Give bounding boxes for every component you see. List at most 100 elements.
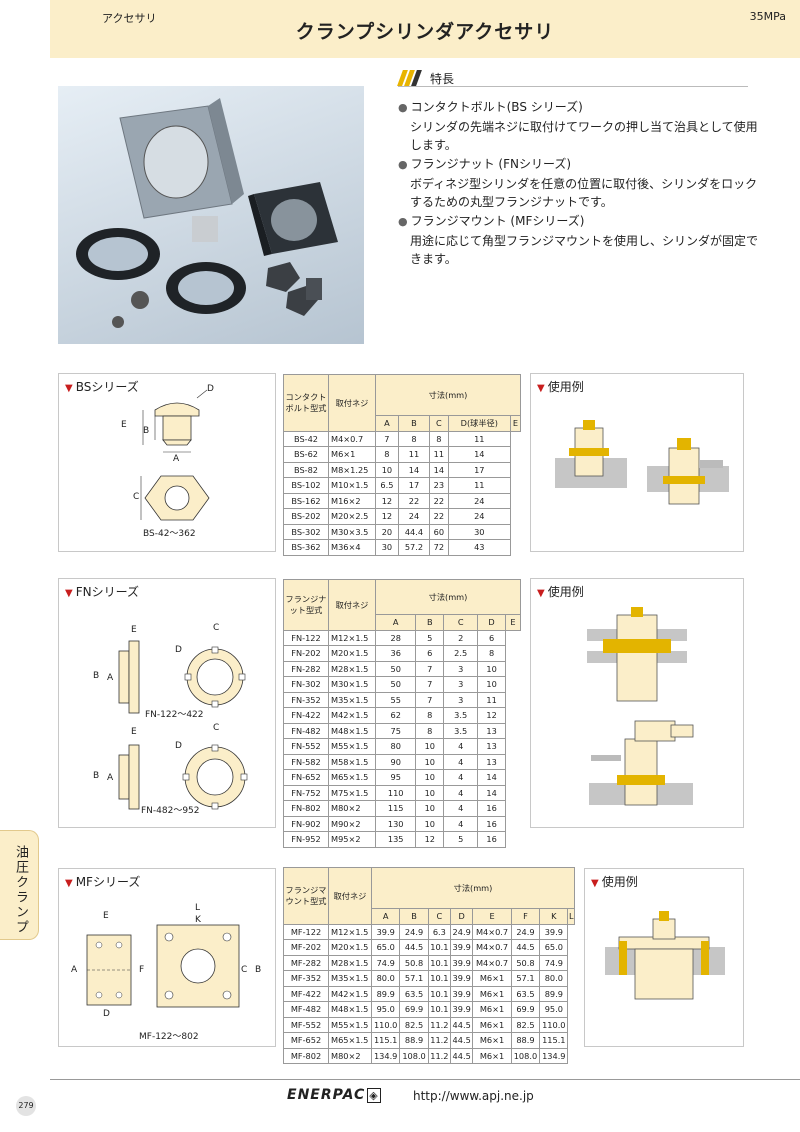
table-cell: M95×2	[328, 831, 376, 848]
col-dims: 寸法(mm)	[375, 579, 521, 615]
table-cell: 24.9	[399, 923, 429, 940]
table-cell: BS-62	[283, 446, 329, 463]
triangle-marker-icon: ▼	[537, 383, 545, 394]
table-cell: 4	[443, 815, 479, 832]
table-cell: BS-362	[283, 539, 329, 556]
section-side-tab[interactable]: 油圧クランプ	[0, 830, 39, 940]
bs-diagram-panel: ▼BSシリーズ E B A D C BS-42～362	[58, 373, 276, 552]
table-cell: M4×0.7	[472, 939, 512, 956]
col-header: C	[443, 614, 479, 631]
table-cell: 3	[443, 676, 479, 693]
table-cell: 24	[447, 508, 511, 525]
table-cell: 10.1	[427, 970, 452, 987]
table-cell: 134.9	[370, 1047, 401, 1064]
table-cell: 95.0	[539, 1001, 569, 1018]
table-cell: 74.9	[370, 954, 401, 971]
feature-desc: シリンダの先端ネジに取付けてワークの押し当て治具として使用します。	[410, 119, 758, 153]
table-cell: 69.9	[399, 1001, 429, 1018]
table-cell: M30×3.5	[328, 523, 376, 540]
table-cell: 80	[374, 738, 417, 755]
table-cell: 108.0	[399, 1047, 429, 1064]
table-cell: 62	[374, 707, 417, 724]
table-cell: 24	[397, 508, 431, 525]
table-cell: M20×1.5	[328, 939, 372, 956]
table-cell: 82.5	[510, 1016, 541, 1033]
dim-e-label: E	[131, 727, 137, 737]
table-cell: 14	[397, 461, 431, 478]
table-cell: M6×1	[472, 1001, 512, 1018]
table-cell: 90	[374, 753, 417, 770]
table-cell: FN-422	[283, 707, 329, 724]
table-cell: 50.8	[510, 954, 541, 971]
table-cell: M65×1.5	[328, 1032, 372, 1049]
table-cell: 22	[429, 492, 449, 509]
dim-c-label: C	[133, 492, 140, 502]
table-cell: FN-282	[283, 660, 329, 677]
col-dims: 寸法(mm)	[375, 374, 521, 416]
bullet-icon: ●	[398, 158, 408, 171]
col-header: A	[370, 908, 401, 925]
dim-e-label: E	[103, 911, 109, 921]
table-cell: 24.9	[510, 923, 541, 940]
table-cell: 39.9	[450, 985, 474, 1002]
col-header: B	[397, 415, 431, 432]
table-cell: FN-482	[283, 722, 329, 739]
table-cell: 60	[429, 523, 449, 540]
table-cell: 6.5	[375, 477, 399, 494]
table-cell: 12	[375, 508, 399, 525]
table-cell: 8	[397, 430, 431, 447]
table-cell: MF-802	[283, 1047, 329, 1064]
dim-b-label: B	[143, 426, 150, 436]
table-cell: M55×1.5	[328, 738, 376, 755]
feature-item: ●フランジマウント (MFシリーズ) 用途に応じて角型フランジマウントを使用し、…	[398, 212, 758, 269]
col-header: C	[429, 415, 449, 432]
table-cell: 24	[447, 492, 511, 509]
table-cell: M12×1.5	[328, 923, 372, 940]
table-cell: 11	[397, 446, 431, 463]
dim-a-label: A	[173, 454, 180, 464]
table-cell: 80.0	[539, 970, 569, 987]
table-cell: M75×1.5	[328, 784, 376, 801]
table-cell: 13	[477, 753, 506, 770]
features-title: 特長	[430, 72, 455, 86]
col-header: C	[427, 908, 452, 925]
dim-a-label: A	[107, 673, 114, 683]
table-cell: 14	[447, 446, 511, 463]
table-cell: M10×1.5	[328, 477, 376, 494]
col-header: D	[450, 908, 474, 925]
col-header: D(球半径)	[447, 415, 511, 432]
table-cell: 4	[443, 784, 479, 801]
bullet-icon: ●	[398, 101, 408, 114]
side-tab-label: 油圧クランプ	[13, 845, 28, 935]
table-cell: 8	[477, 645, 506, 662]
table-cell: 14	[477, 769, 506, 786]
table-cell: M6×1	[472, 1047, 512, 1064]
dim-b-label: B	[93, 771, 100, 781]
table-cell: 6	[477, 629, 506, 646]
table-cell: 16	[477, 831, 506, 848]
website-link[interactable]: http://www.apj.ne.jp	[413, 1089, 534, 1103]
feature-item: ●コンタクトボルト(BS シリーズ) シリンダの先端ネジに取付けてワークの押し当…	[398, 98, 758, 155]
table-cell: 4	[443, 769, 479, 786]
col-dims: 寸法(mm)	[371, 867, 575, 909]
table-cell: 95	[374, 769, 417, 786]
table-cell: MF-552	[283, 1016, 329, 1033]
col-header: B	[399, 908, 429, 925]
table-cell: M4×0.7	[472, 954, 512, 971]
table-cell: BS-102	[283, 477, 329, 494]
fn-series-title: ▼FNシリーズ	[65, 585, 139, 599]
table-cell: 110	[374, 784, 417, 801]
dim-d-label: D	[175, 645, 182, 655]
table-cell: FN-902	[283, 815, 329, 832]
